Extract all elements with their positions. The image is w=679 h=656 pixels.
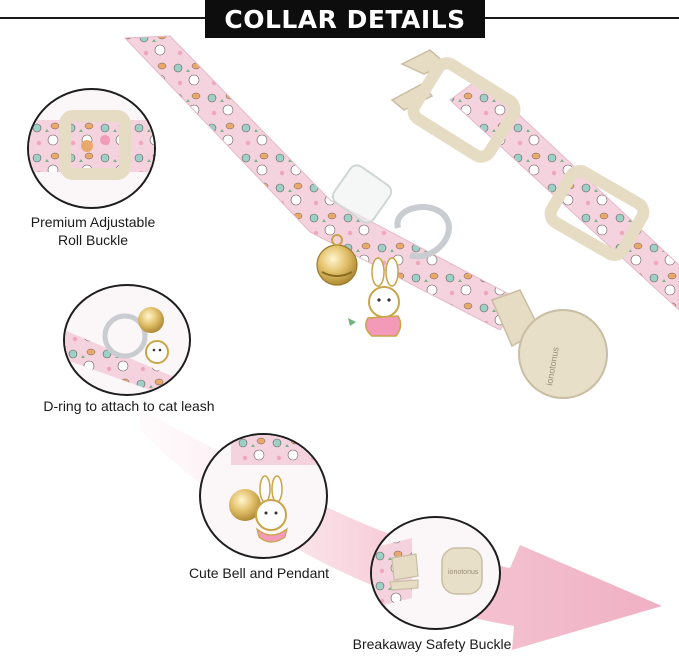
bunny-pendant [348, 257, 402, 337]
roll-buckle-icon [29, 110, 154, 180]
breakaway-buckle-round [490, 289, 608, 399]
feature-circle-bell-pendant [199, 433, 328, 559]
caption-roll-buckle-line2: Roll Buckle [57, 232, 129, 248]
header-rule-right [485, 17, 679, 19]
roll-buckle [544, 165, 650, 261]
caption-roll-buckle-line1: Premium Adjustable [30, 214, 156, 230]
header-rule-left [0, 17, 205, 19]
pink-arrow [140, 410, 662, 650]
d-ring [394, 204, 452, 260]
d-ring-icon [65, 307, 189, 394]
feature-circle-breakaway-buckle: ionotonus [370, 516, 501, 630]
caption-roll-buckle: Premium Adjustable Roll Buckle [10, 213, 176, 249]
caption-breakaway-buckle: Breakaway Safety Buckle [352, 636, 512, 652]
svg-text:ionotonus: ionotonus [448, 569, 479, 576]
feature-circle-d-ring [63, 284, 191, 396]
page-title: COLLAR DETAILS [205, 0, 485, 38]
page-title-text: COLLAR DETAILS [224, 4, 466, 34]
bell [316, 244, 358, 286]
breakaway-buckle-prong [390, 49, 521, 163]
feature-circle-roll-buckle [27, 88, 156, 209]
bell-pendant-icon [229, 435, 326, 543]
breakaway-buckle-icon: ionotonus [372, 538, 483, 608]
caption-bell-pendant: Cute Bell and Pendant [188, 565, 330, 581]
caption-d-ring: D-ring to attach to cat leash [43, 398, 215, 414]
slider-loop [331, 164, 393, 224]
